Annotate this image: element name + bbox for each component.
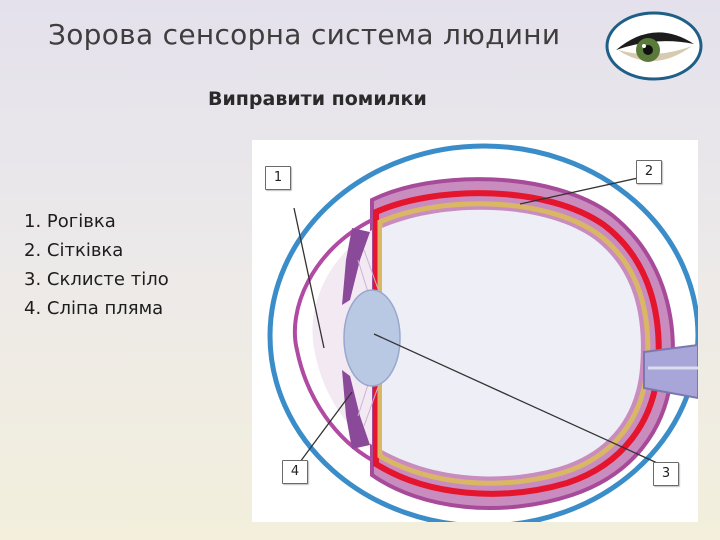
anterior-chamber — [312, 230, 372, 445]
callout-4: 4 — [282, 460, 308, 484]
legend-list: 1. Рогівка 2. Сітківка 3. Склисте тіло 4… — [24, 207, 169, 323]
eye-diagram: 1 2 3 4 — [252, 140, 698, 522]
legend-item: 2. Сітківка — [24, 240, 124, 261]
vitreous-body — [382, 209, 641, 477]
eye-cross-section — [267, 143, 698, 522]
legend-item: 1. Рогівка — [24, 211, 116, 232]
callout-2: 2 — [636, 160, 662, 184]
subtitle: Виправити помилки — [208, 88, 427, 110]
iris-upper — [342, 228, 370, 305]
eye-badge — [604, 10, 704, 82]
optic-nerve — [643, 343, 698, 400]
eye-icon — [605, 11, 703, 81]
callout-1: 1 — [265, 166, 291, 190]
leader-lines — [293, 177, 667, 468]
outer-ring — [267, 143, 698, 522]
legend-item: 3. Склисте тіло — [24, 269, 169, 290]
iris-lower — [342, 370, 370, 449]
cornea — [292, 218, 373, 462]
slide-title: Зорова сенсорна система людини — [48, 18, 561, 51]
callout-3: 3 — [653, 462, 679, 486]
lens — [343, 289, 401, 387]
legend-item: 4. Сліпа пляма — [24, 298, 164, 319]
